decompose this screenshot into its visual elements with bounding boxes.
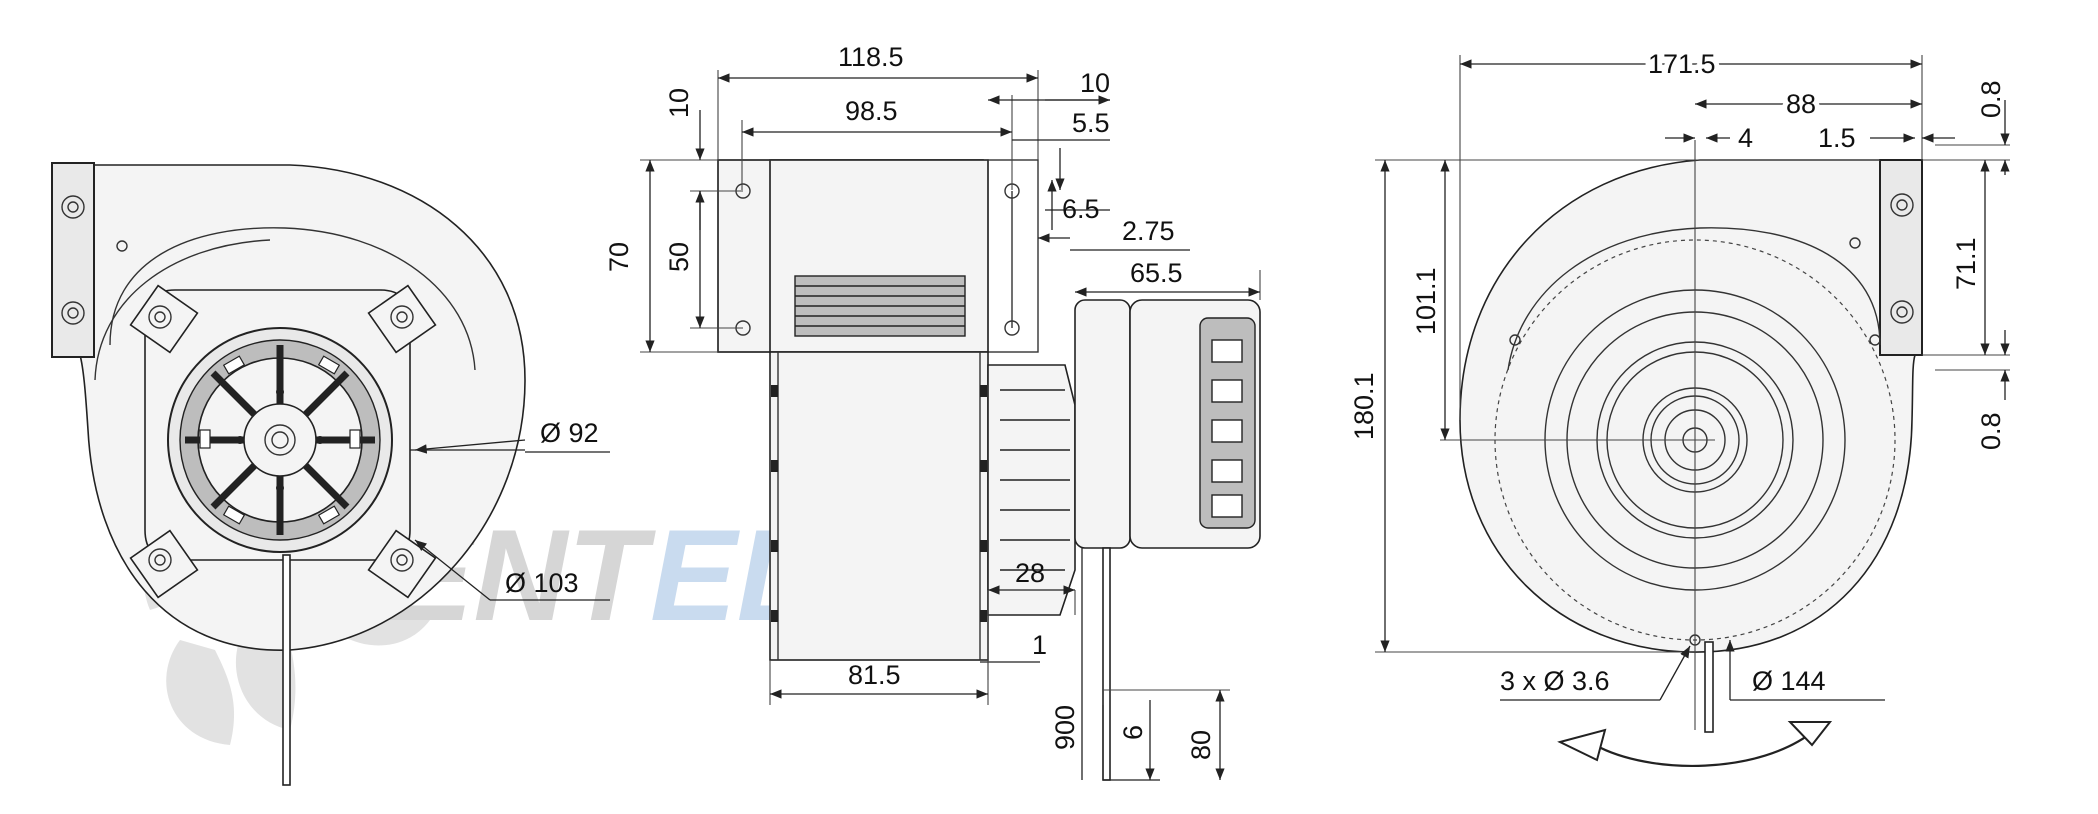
dim-4: 4 (1738, 123, 1753, 153)
dim-dia-144: Ø 144 (1752, 666, 1826, 696)
motor-hub (243, 403, 317, 477)
dim-171-5: 171.5 (1648, 49, 1716, 79)
dim-1-5: 1.5 (1818, 123, 1856, 153)
mount-hole-a (1509, 334, 1521, 346)
housing-rivet (116, 240, 128, 252)
back-mounting-flange (1879, 159, 1923, 356)
dim-6-5: 6.5 (1062, 194, 1100, 224)
mount-hole-c (1869, 334, 1881, 346)
dim-101-1: 101.1 (1411, 267, 1441, 335)
dim-118-5: 118.5 (838, 42, 904, 72)
dim-180-1: 180.1 (1349, 372, 1379, 440)
dim-65-5: 65.5 (1130, 258, 1183, 288)
dim-900: 900 (1050, 705, 1080, 750)
dim-50: 50 (664, 242, 694, 272)
dim-0-8-bottom: 0.8 (1976, 412, 2006, 450)
dim-88: 88 (1786, 89, 1816, 119)
back-volute-housing (1459, 159, 1916, 653)
dim-holes: 3 x Ø 3.6 (1500, 666, 1610, 696)
dim-dia-92: Ø 92 (540, 418, 599, 448)
side-motor-front (1074, 299, 1131, 549)
front-cable (282, 554, 291, 786)
side-housing-lower (769, 351, 989, 661)
dim-80: 80 (1186, 730, 1216, 760)
dim-5-5: 5.5 (1072, 108, 1110, 138)
flange-hole-top (61, 195, 85, 219)
motor-plate-ears (129, 284, 437, 599)
motor-shaft (264, 424, 296, 456)
dim-81-5: 81.5 (848, 660, 901, 690)
rotation-arrow (1594, 729, 1816, 767)
dim-1: 1 (1032, 630, 1047, 660)
dim-28: 28 (1015, 558, 1045, 588)
side-flange-left (717, 159, 771, 353)
side-view: 118.5 98.5 10 5.5 6.5 2.75 65.5 70 50 (604, 42, 1261, 781)
dim-6: 6 (1118, 725, 1148, 740)
dim-98-5: 98.5 (845, 96, 898, 126)
dim-10-top: 10 (1080, 68, 1110, 98)
back-cable (1704, 641, 1714, 733)
side-cable (1102, 547, 1111, 781)
dim-10-left: 10 (664, 88, 694, 118)
dim-0-8-top: 0.8 (1976, 80, 2006, 118)
rotor-slots (199, 355, 361, 525)
front-mounting-flange (51, 162, 95, 358)
back-view: 171.5 88 4 1.5 71.1 0.8 0.8 180.1 101.1 … (1349, 44, 2010, 767)
dim-70: 70 (604, 242, 634, 272)
dim-2-75: 2.75 (1122, 216, 1175, 246)
side-flange-right (987, 159, 1039, 353)
flange-hole-bottom (61, 301, 85, 325)
front-view: Ø 92 Ø 103 (51, 162, 610, 786)
dim-dia-103: Ø 103 (505, 568, 579, 598)
dim-71-1: 71.1 (1951, 237, 1981, 290)
